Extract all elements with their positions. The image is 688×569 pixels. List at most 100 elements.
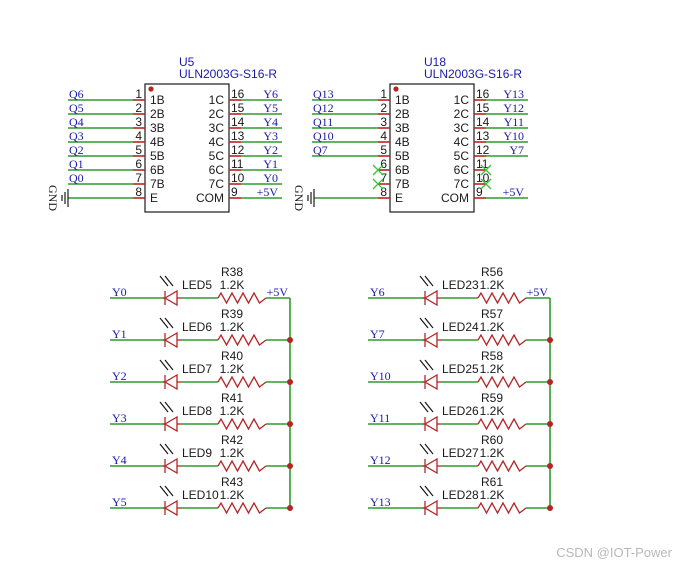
watermark: CSDN @IOT-Power (556, 545, 672, 560)
resistor-ref: R56 (481, 265, 503, 279)
pin-number: 5 (135, 143, 142, 157)
net-label: Q6 (69, 87, 84, 101)
pin-name: 5C (454, 149, 470, 163)
led-symbol (423, 457, 438, 475)
led-light-arrow (159, 359, 169, 371)
resistor-value: 1.2K (480, 404, 505, 418)
chip-part-number: ULN2003G-S16-R (179, 67, 277, 81)
pin-name: 3C (209, 121, 225, 135)
pin-name: E (395, 191, 403, 205)
resistor-symbol (477, 459, 527, 473)
pin-number: 8 (380, 185, 387, 199)
net-label: Y5 (112, 495, 127, 509)
led-symbol (423, 331, 438, 349)
junction-dot (287, 463, 293, 469)
led-symbol (163, 499, 178, 517)
pin-name: 2C (454, 107, 470, 121)
led-light-arrow (424, 443, 434, 455)
pin-number: 15 (231, 101, 245, 115)
resistor-symbol (477, 501, 527, 515)
net-label: Y3 (263, 129, 278, 143)
net-label: Q13 (313, 87, 334, 101)
pin-number: 3 (380, 115, 387, 129)
chip-body (389, 83, 475, 213)
net-label: Y6 (263, 87, 278, 101)
pin-number: 12 (476, 143, 490, 157)
net-label: Q3 (69, 129, 84, 143)
junction-dot (547, 463, 553, 469)
pin-name: 4C (454, 135, 470, 149)
pin-name: 1C (454, 93, 470, 107)
led-symbol (163, 289, 178, 307)
vcc-label: +5V (267, 285, 289, 299)
net-label: Y12 (370, 453, 391, 467)
net-label: Y0 (112, 285, 127, 299)
net-label: Y11 (504, 115, 524, 129)
chip-body (144, 83, 230, 213)
net-label: +5V (257, 185, 279, 199)
led-light-arrow (164, 485, 174, 497)
net-label: Q0 (69, 171, 84, 185)
pin-number: 2 (135, 101, 142, 115)
led-ref: LED25 (442, 362, 479, 376)
pin-name: COM (441, 191, 469, 205)
led-light-arrow (419, 359, 429, 371)
net-label: Y10 (370, 369, 391, 383)
led-ref: LED9 (182, 446, 212, 460)
resistor-value: 1.2K (220, 320, 245, 334)
pin-name: 7C (209, 177, 225, 191)
led-symbol (423, 289, 438, 307)
junction-dot (547, 421, 553, 427)
net-label: Y2 (263, 143, 278, 157)
pin-name: 1B (395, 93, 410, 107)
resistor-symbol (217, 291, 267, 305)
led-symbol (423, 415, 438, 433)
net-label: Q1 (69, 157, 84, 171)
pin-number: 9 (476, 185, 483, 199)
pin-number: 11 (476, 157, 489, 171)
led-light-arrow (164, 443, 174, 455)
pin-number: 14 (476, 115, 490, 129)
chip-ref: U5 (179, 55, 195, 69)
led-symbol (163, 373, 178, 391)
net-label: Y4 (112, 453, 127, 467)
net-label: Y10 (503, 129, 524, 143)
net-label: +5V (503, 185, 525, 199)
pin-name: 2B (150, 107, 165, 121)
led-ref: LED23 (442, 278, 479, 292)
led-symbol (163, 457, 178, 475)
led-ref: LED5 (182, 278, 212, 292)
led-symbol (423, 373, 438, 391)
pin-name: 6B (150, 163, 165, 177)
pin-number: 4 (135, 129, 142, 143)
led-light-arrow (424, 485, 434, 497)
net-label: Y13 (370, 495, 391, 509)
pin-name: 6B (395, 163, 410, 177)
pin1-marker (393, 86, 399, 92)
pin-number: 14 (231, 115, 245, 129)
pin-name: COM (196, 191, 224, 205)
no-connect-mark (372, 164, 384, 176)
led-ref: LED8 (182, 404, 212, 418)
resistor-symbol (217, 333, 267, 347)
net-label: Y1 (112, 327, 127, 341)
net-label: Y5 (263, 101, 278, 115)
led-ref: LED10 (182, 488, 219, 502)
pin-name: 5B (150, 149, 165, 163)
resistor-ref: R59 (481, 391, 503, 405)
net-label: Y12 (503, 101, 524, 115)
resistor-ref: R42 (221, 433, 243, 447)
pin-number: 11 (231, 157, 244, 171)
pin1-marker (148, 86, 154, 92)
led-light-arrow (164, 359, 174, 371)
led-ref: LED26 (442, 404, 479, 418)
net-label: Y7 (370, 327, 385, 341)
resistor-ref: R39 (221, 307, 243, 321)
resistor-ref: R41 (221, 391, 243, 405)
net-label: Y11 (370, 411, 390, 425)
resistor-symbol (217, 375, 267, 389)
pin-number: 16 (231, 87, 245, 101)
pin-number: 16 (476, 87, 490, 101)
led-symbol (163, 331, 178, 349)
